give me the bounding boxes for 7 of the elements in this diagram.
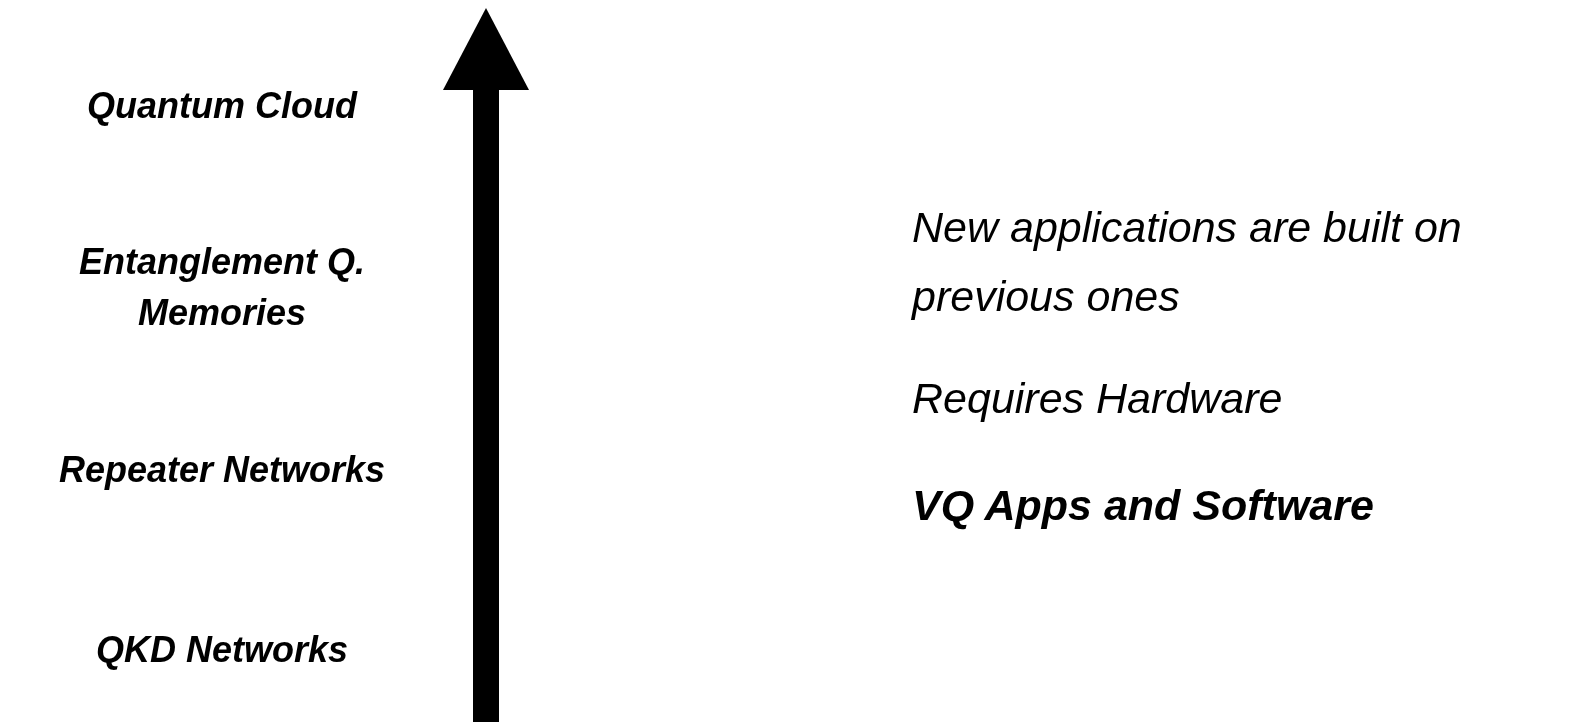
layer-label: Quantum Cloud <box>86 84 359 128</box>
description-text: Requires Hardware <box>912 373 1284 424</box>
layer-label: QKD Networks <box>94 628 350 672</box>
description-text: New applications are built on previous ones <box>912 202 1463 322</box>
description-text: VQ Apps and Software <box>912 480 1375 532</box>
layer-label: Repeater Networks <box>57 448 387 492</box>
layer-label: Entanglement Q. Memories <box>78 240 366 335</box>
